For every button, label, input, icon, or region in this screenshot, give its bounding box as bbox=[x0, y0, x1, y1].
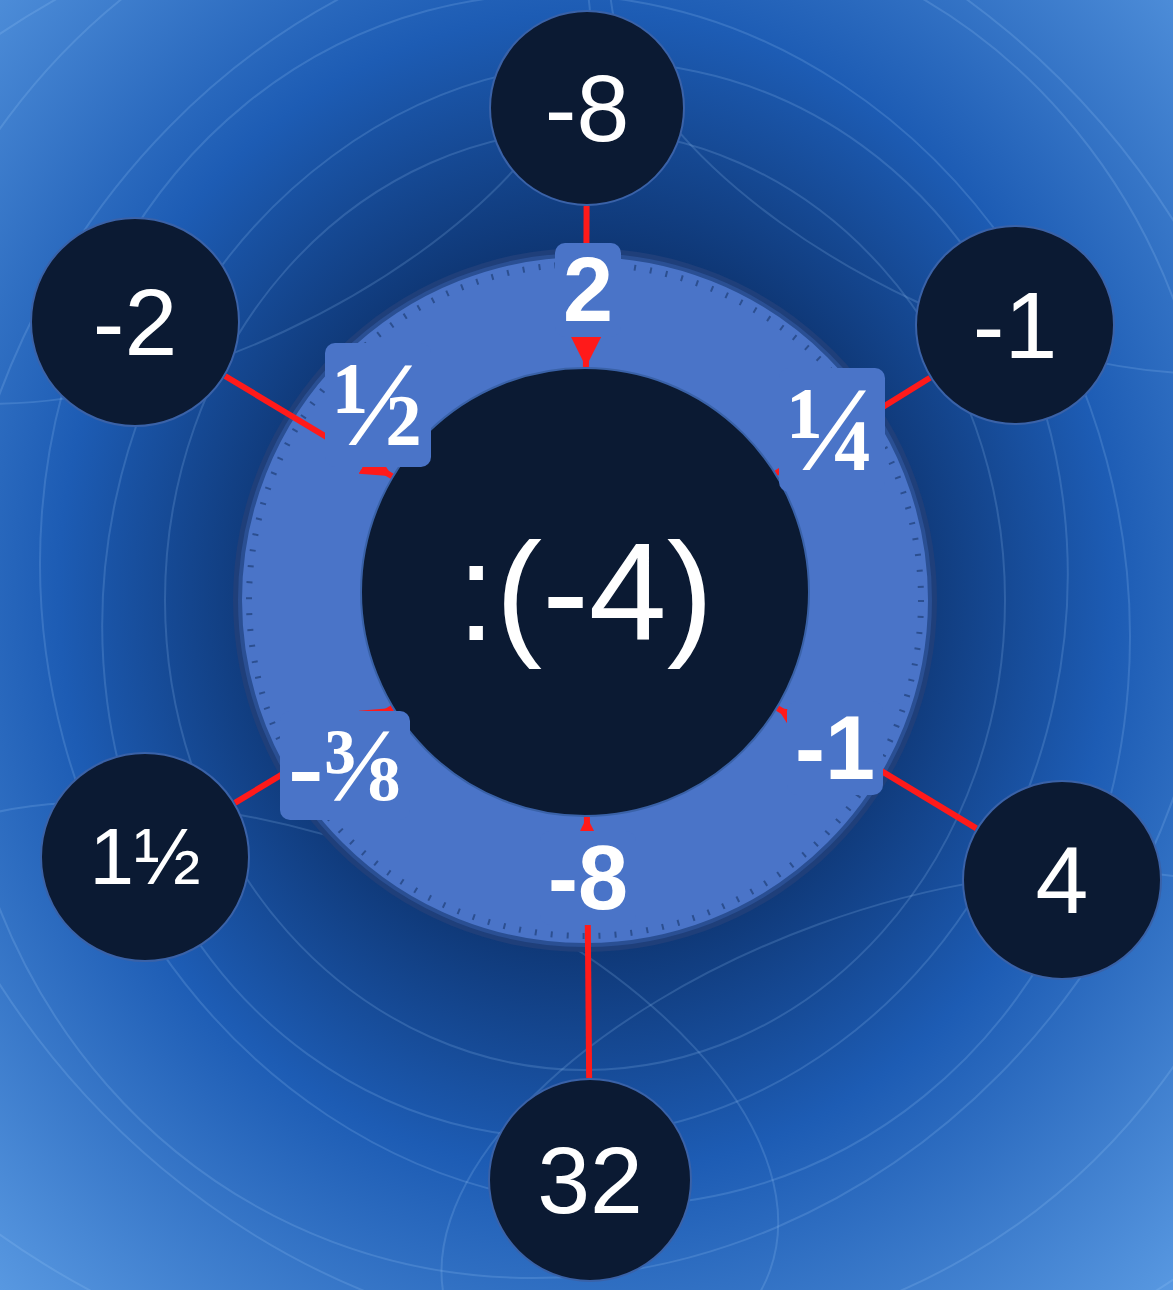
number-text: 32 bbox=[537, 1133, 643, 1228]
number-circle: 32 bbox=[488, 1078, 692, 1282]
result-label: -8 bbox=[540, 831, 636, 925]
number-text: -2 bbox=[93, 275, 177, 370]
number-circle: -2 bbox=[30, 217, 240, 427]
result-label: -⅜ bbox=[280, 711, 410, 820]
number-circle: 1½ bbox=[40, 752, 250, 962]
result-label: ½ bbox=[325, 343, 431, 467]
number-text: 4 bbox=[1036, 833, 1089, 928]
number-text: 1½ bbox=[89, 817, 200, 897]
result-label: ¼ bbox=[779, 368, 885, 492]
result-label: 2 bbox=[555, 243, 621, 337]
number-text: -8 bbox=[545, 61, 629, 156]
number-circle: -1 bbox=[915, 225, 1115, 425]
number-circle: -8 bbox=[489, 10, 685, 206]
operation-text: :(-4) bbox=[457, 522, 714, 662]
result-label: -1 bbox=[787, 701, 883, 795]
number-circle: 4 bbox=[962, 780, 1162, 980]
number-text: -1 bbox=[973, 278, 1057, 373]
